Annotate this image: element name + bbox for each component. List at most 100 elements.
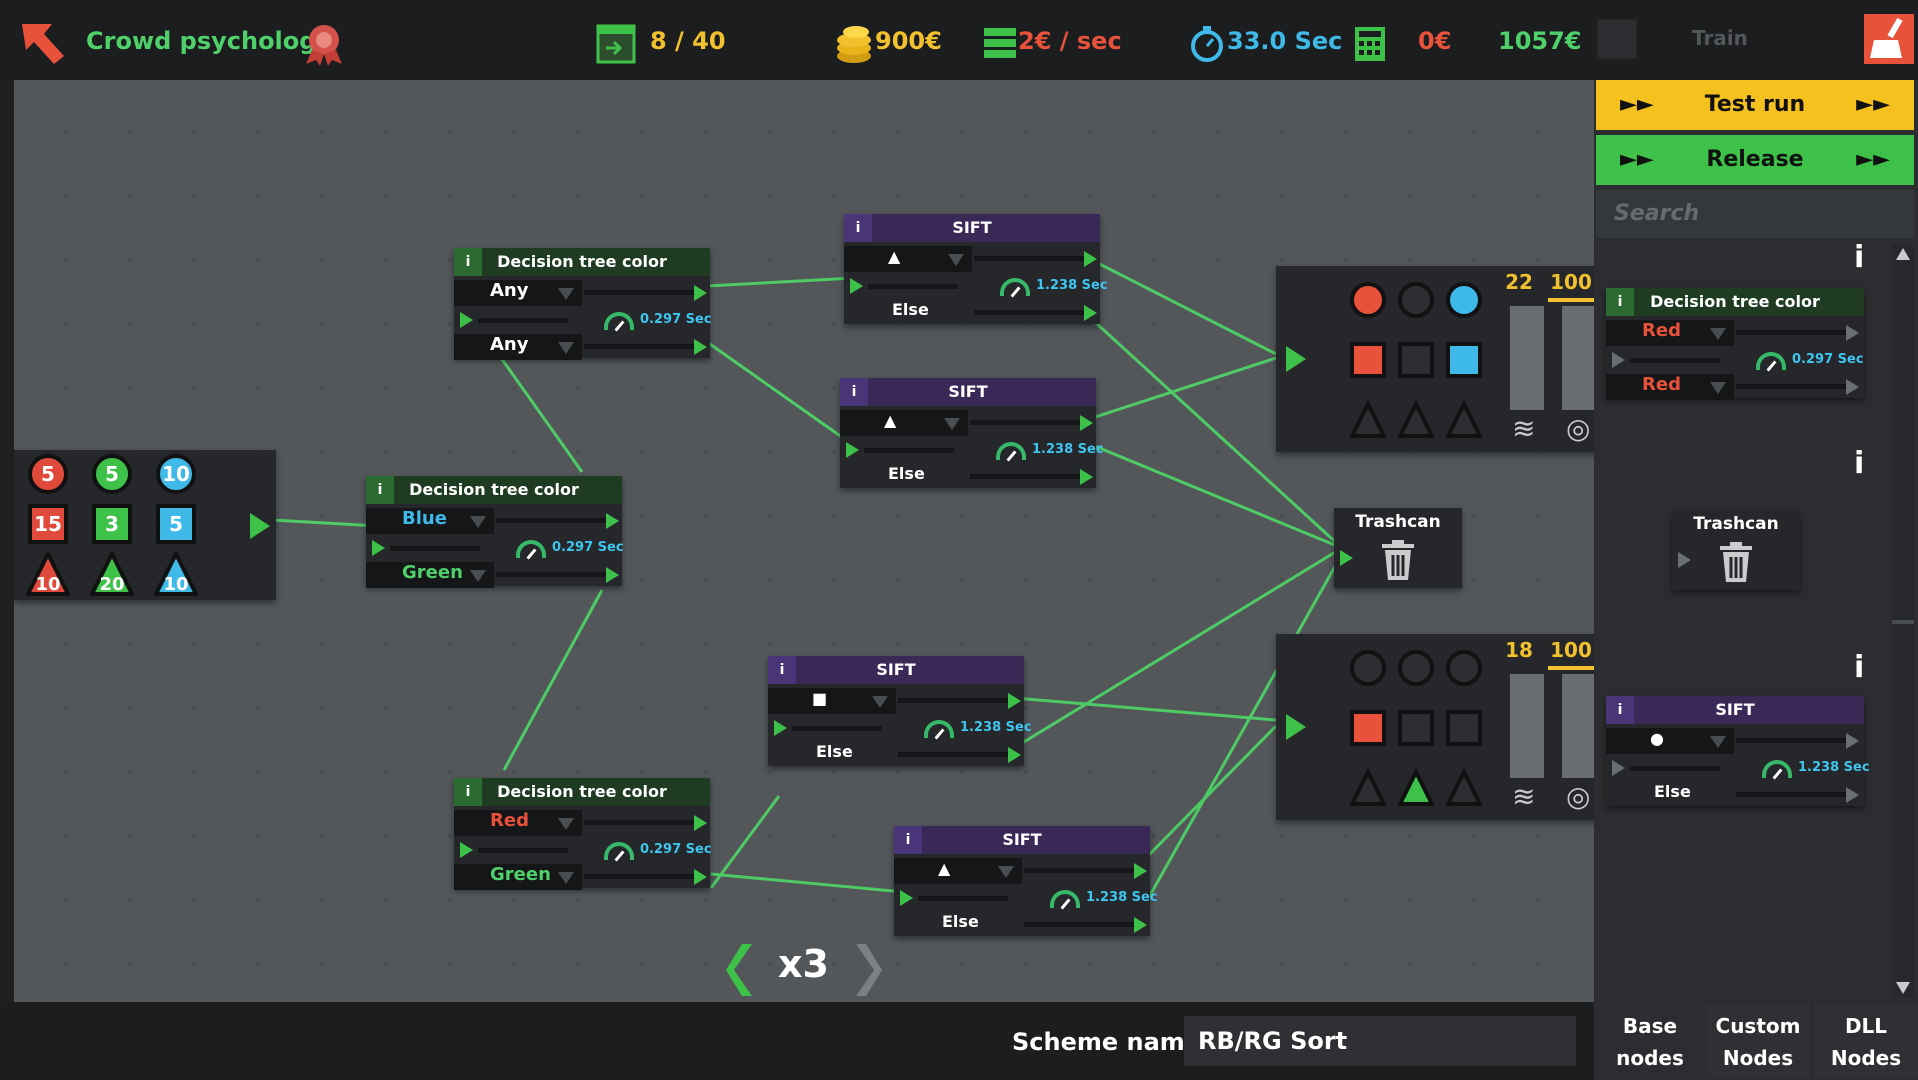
- slots-counter: 8 / 40: [650, 27, 726, 55]
- release-button[interactable]: ►►Release►►: [1596, 135, 1914, 185]
- color-select-b[interactable]: Green: [366, 562, 494, 588]
- scroll-up-icon[interactable]: [1896, 248, 1910, 260]
- input-port[interactable]: [850, 278, 863, 294]
- input-port[interactable]: [460, 842, 473, 858]
- target-input-port[interactable]: [1286, 714, 1306, 740]
- output-port-else[interactable]: [1080, 469, 1093, 485]
- input-port[interactable]: [1678, 552, 1691, 568]
- output-port-b[interactable]: [694, 339, 707, 355]
- trashcan-node[interactable]: Trashcan: [1334, 508, 1462, 588]
- info-icon[interactable]: i: [1854, 446, 1865, 481]
- shape-select[interactable]: ●: [1606, 728, 1734, 754]
- color-select-b[interactable]: Any: [454, 334, 582, 360]
- info-icon[interactable]: i: [454, 248, 482, 276]
- info-icon[interactable]: i: [1606, 288, 1634, 316]
- info-icon[interactable]: i: [844, 214, 872, 242]
- output-port-match[interactable]: [1084, 251, 1097, 267]
- triangle-count: 20: [99, 574, 124, 595]
- shape-select[interactable]: ▲: [844, 246, 972, 272]
- target-input-port[interactable]: [1286, 346, 1306, 372]
- output-port-else[interactable]: [1134, 917, 1147, 933]
- output-port-b[interactable]: [694, 869, 707, 885]
- info-icon[interactable]: i: [840, 378, 868, 406]
- scheme-name-input[interactable]: RB/RG Sort: [1184, 1016, 1576, 1066]
- run-time: 33.0 Sec: [1227, 27, 1343, 55]
- info-icon[interactable]: i: [1606, 696, 1634, 724]
- source-square-item: 15: [28, 504, 68, 544]
- input-port[interactable]: [1612, 352, 1625, 368]
- wire: [1142, 553, 1344, 907]
- output-port-b[interactable]: [1846, 379, 1859, 395]
- output-port-b[interactable]: [606, 567, 619, 583]
- output-port-else[interactable]: [1008, 747, 1021, 763]
- output-port-match[interactable]: [1846, 733, 1859, 749]
- back-arrow-icon[interactable]: [20, 22, 66, 64]
- input-port[interactable]: [900, 890, 913, 906]
- info-icon[interactable]: i: [454, 778, 482, 806]
- color-select-b[interactable]: Red: [1606, 374, 1734, 400]
- input-port[interactable]: [774, 720, 787, 736]
- info-icon[interactable]: i: [1854, 240, 1865, 275]
- output-port-a[interactable]: [1846, 325, 1859, 341]
- input-port[interactable]: [846, 442, 859, 458]
- palette-trashcan[interactable]: Trashcan: [1672, 510, 1800, 590]
- color-select-b[interactable]: Green: [454, 864, 582, 890]
- info-icon[interactable]: i: [1854, 650, 1865, 685]
- else-label: Else: [888, 464, 925, 483]
- color-select-a[interactable]: Red: [1606, 320, 1734, 346]
- input-port[interactable]: [372, 540, 385, 556]
- input-port[interactable]: [1340, 550, 1353, 566]
- color-select-a[interactable]: Blue: [366, 508, 494, 534]
- info-icon[interactable]: i: [894, 826, 922, 854]
- color-select-a[interactable]: Any: [454, 280, 582, 306]
- train-checkbox[interactable]: [1596, 18, 1638, 60]
- shape-select[interactable]: ■: [768, 688, 896, 714]
- chevron-right-icon[interactable]: [852, 942, 882, 998]
- info-icon[interactable]: i: [768, 656, 796, 684]
- output-port-match[interactable]: [1008, 693, 1021, 709]
- output-port-match[interactable]: [1080, 415, 1093, 431]
- output-port-a[interactable]: [694, 285, 707, 301]
- clear-broom-icon[interactable]: [1864, 14, 1914, 64]
- color-select-a[interactable]: Red: [454, 810, 582, 836]
- target-icon: ◎: [1566, 412, 1591, 445]
- scroll-thumb[interactable]: [1892, 620, 1914, 624]
- shape-select[interactable]: ▲: [894, 858, 1022, 884]
- info-icon[interactable]: i: [366, 476, 394, 504]
- source-circle-item: 10: [156, 454, 196, 494]
- scroll-down-icon[interactable]: [1896, 982, 1910, 994]
- input-port[interactable]: [1612, 760, 1625, 776]
- chevron-left-icon[interactable]: [726, 942, 756, 998]
- shape-select[interactable]: ▲: [840, 410, 968, 436]
- source-triangle-item: 10: [26, 552, 70, 596]
- output-port-match[interactable]: [1134, 863, 1147, 879]
- wire: [1079, 356, 1277, 424]
- test-run-button[interactable]: ►►Test run►►: [1596, 80, 1914, 130]
- input-port[interactable]: [460, 312, 473, 328]
- output-port-a[interactable]: [694, 815, 707, 831]
- output-port-a[interactable]: [606, 513, 619, 529]
- output-port-else[interactable]: [1084, 305, 1097, 321]
- output-port-else[interactable]: [1846, 787, 1859, 803]
- layers-icon: ≋: [1512, 780, 1536, 813]
- search-input[interactable]: Search: [1596, 190, 1914, 238]
- palette-scroll-track[interactable]: [1892, 244, 1914, 998]
- source-output-port[interactable]: [250, 513, 270, 539]
- target-triangle-slot: [1348, 768, 1388, 806]
